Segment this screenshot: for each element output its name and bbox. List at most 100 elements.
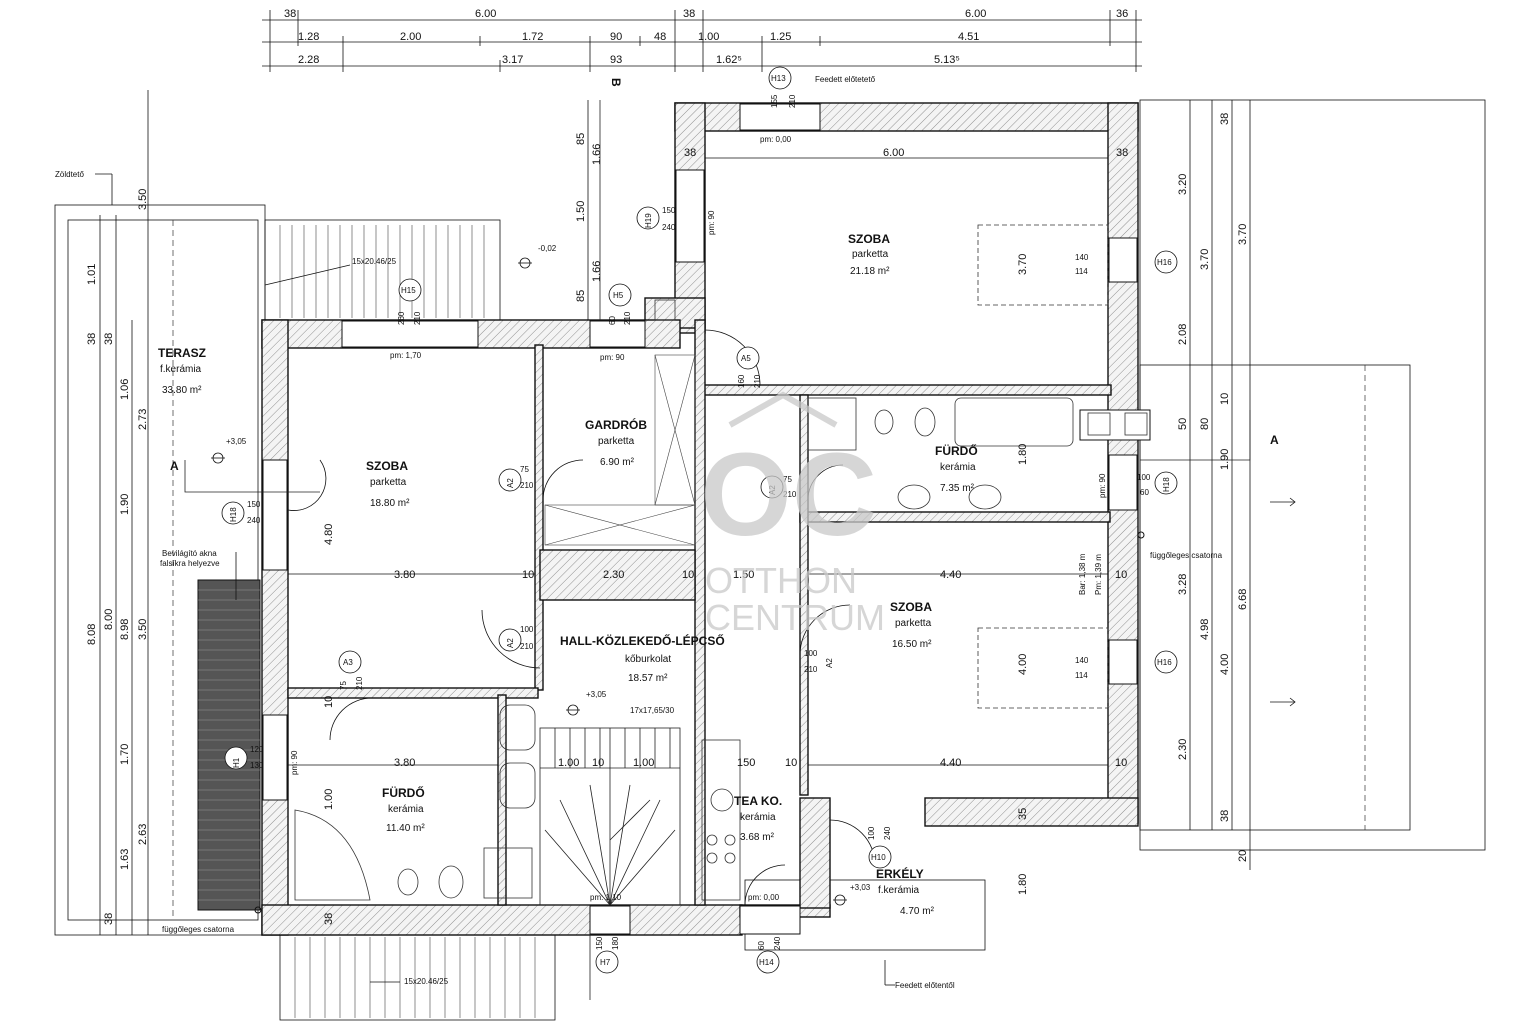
tag-pm-110: pm: 1,10: [590, 893, 622, 902]
dim-r2-2: 2.00: [400, 31, 421, 43]
dim-r3-2: 3.17: [502, 54, 523, 66]
note-csatorna-2: függőleges csatorna: [1150, 551, 1223, 560]
section-lines: [184, 100, 1251, 1000]
dim-r16: 3.70: [1237, 224, 1249, 245]
room-floor-szoba-2: parketta: [370, 477, 407, 488]
dim-t3: 38: [683, 8, 695, 20]
level-marker-2: +3,05: [226, 437, 247, 446]
tag-h13-b: 210: [788, 94, 797, 108]
dim-l1: 3.50: [137, 189, 149, 210]
right-dimension-lines: [1189, 100, 1251, 870]
watermark: OC OTTHON CENTRUM: [700, 391, 885, 638]
dim-r2-4: 90: [610, 31, 622, 43]
room-area-erkely: 4.70 m²: [900, 906, 935, 917]
tag-a5: A5: [741, 354, 751, 363]
tag-a3-b: 210: [355, 676, 364, 690]
tag-pm-090-d: pm: 90: [290, 750, 299, 775]
tag-h18-a-2: 240: [247, 516, 261, 525]
dim-i29: 85: [575, 290, 587, 302]
note-bar: Bar: 1,38 m: [1078, 553, 1087, 595]
room-name-terasz: TERASZ: [158, 346, 206, 360]
dim-r4: 2.08: [1177, 324, 1189, 345]
dim-i28: 1.66: [591, 261, 603, 282]
tag-h16-a-2: 114: [1075, 267, 1088, 276]
tag-a2-c-2: 210: [520, 642, 534, 651]
dim-i18: 10: [1115, 757, 1127, 769]
dim-r3: 38: [1219, 113, 1231, 125]
windows: [262, 103, 1151, 935]
level-marker-1: -0,02: [538, 244, 557, 253]
tag-h15-b: 210: [413, 311, 422, 325]
tag-h18-a: H18: [229, 507, 238, 522]
level-marker-3: +3,05: [586, 690, 607, 699]
dim-l7: 8.08: [86, 624, 98, 645]
tag-a3-a: 75: [339, 681, 348, 690]
dim-r3-3: 93: [610, 54, 622, 66]
section-a-left: A: [170, 459, 179, 473]
room-name-furdo-1: FÜRDŐ: [935, 443, 978, 458]
dim-r11: 6.68: [1237, 589, 1249, 610]
dim-i9: 4.40: [940, 569, 961, 581]
storage-crosses: [544, 354, 696, 546]
note-stair-main: 17x17,65/30: [630, 706, 675, 715]
tag-h18-b-2: 60: [1140, 488, 1149, 497]
room-area-szoba-2: 18.80 m²: [370, 498, 410, 509]
section-a-right: A: [1270, 433, 1279, 447]
dim-i15: 150: [737, 757, 755, 769]
top-dimension-texts: 38 6.00 38 6.00 36 1.28 2.00 1.72 90 48 …: [284, 8, 1128, 66]
tag-a2-c-1: 100: [520, 625, 534, 634]
tag-a5-a: 160: [737, 374, 746, 388]
dim-r12: 4.00: [1219, 654, 1231, 675]
dim-i17: 4.40: [940, 757, 961, 769]
dim-i25: 85: [575, 133, 587, 145]
dim-r7: 10: [1219, 393, 1231, 405]
tag-h7: H7: [600, 958, 611, 967]
dim-r8: 1.90: [1219, 449, 1231, 470]
watermark-logo: OC: [700, 429, 877, 561]
dim-r10: 4.98: [1199, 619, 1211, 640]
right-dimension-texts: 3.20 3.70 38 2.08 50 80 10 1.90 3.28 4.9…: [1177, 113, 1249, 862]
room-floor-erkely: f.kerámia: [878, 885, 920, 896]
dim-r13: 2.30: [1177, 739, 1189, 760]
dim-r15: 20: [1237, 850, 1249, 862]
top-dimension-lines: [262, 10, 1142, 72]
tag-h14-b: 240: [773, 936, 782, 950]
tag-pm-090-a: pm: 90: [707, 210, 716, 235]
room-floor-szoba-1: parketta: [852, 249, 889, 260]
left-dimension-texts: 3.50 1.01 38 1.06 2.73 1.90 8.08 8.00 8.…: [86, 189, 149, 925]
dim-r3-5: 5.13⁵: [934, 54, 960, 66]
dim-r9: 3.28: [1177, 574, 1189, 595]
dim-i3: 38: [1116, 147, 1128, 159]
room-floor-furdo-2: kerámia: [388, 804, 424, 815]
dim-l14: 38: [103, 913, 115, 925]
dim-r2-1: 1.28: [298, 31, 319, 43]
stair-treads-top: [279, 225, 485, 318]
tag-a2-d-2: 210: [804, 665, 818, 674]
tag-pm-000-b: pm: 0,00: [748, 893, 780, 902]
tag-h5-a: 60: [608, 316, 617, 325]
tag-h1-a: 120: [250, 745, 264, 754]
dim-r5: 50: [1177, 418, 1189, 430]
note-feedett-top: Feedett előtetető: [815, 75, 876, 84]
opening-tags: [221, 66, 1178, 974]
dim-i4: 3.80: [394, 569, 415, 581]
dim-t1: 38: [284, 8, 296, 20]
note-csatorna-1: függőleges csatorna: [162, 925, 235, 934]
dim-l8: 8.00: [103, 609, 115, 630]
dim-r14: 38: [1219, 810, 1231, 822]
dim-i8: 1.50: [733, 569, 754, 581]
dim-i27: 1.50: [575, 201, 587, 222]
dim-i11: 3.80: [394, 757, 415, 769]
tag-a2-c: A2: [506, 638, 515, 648]
opening-texts: H13 155 210 pm: 0,00 H19 150 240 pm: 90 …: [229, 74, 1172, 967]
room-area-terasz: 33.80 m²: [162, 385, 202, 396]
slope-arrows: [1270, 497, 1296, 707]
tag-h7-b: 180: [611, 936, 620, 950]
tag-h14-a: 60: [757, 941, 766, 950]
tag-h1: H1: [232, 757, 241, 768]
dim-i10: 10: [1115, 569, 1127, 581]
room-floor-gardrob: parketta: [598, 436, 635, 447]
watermark-line2: CENTRUM: [705, 597, 885, 638]
watermark-line1: OTTHON: [705, 560, 857, 601]
tag-h15-a: 260: [397, 311, 406, 325]
